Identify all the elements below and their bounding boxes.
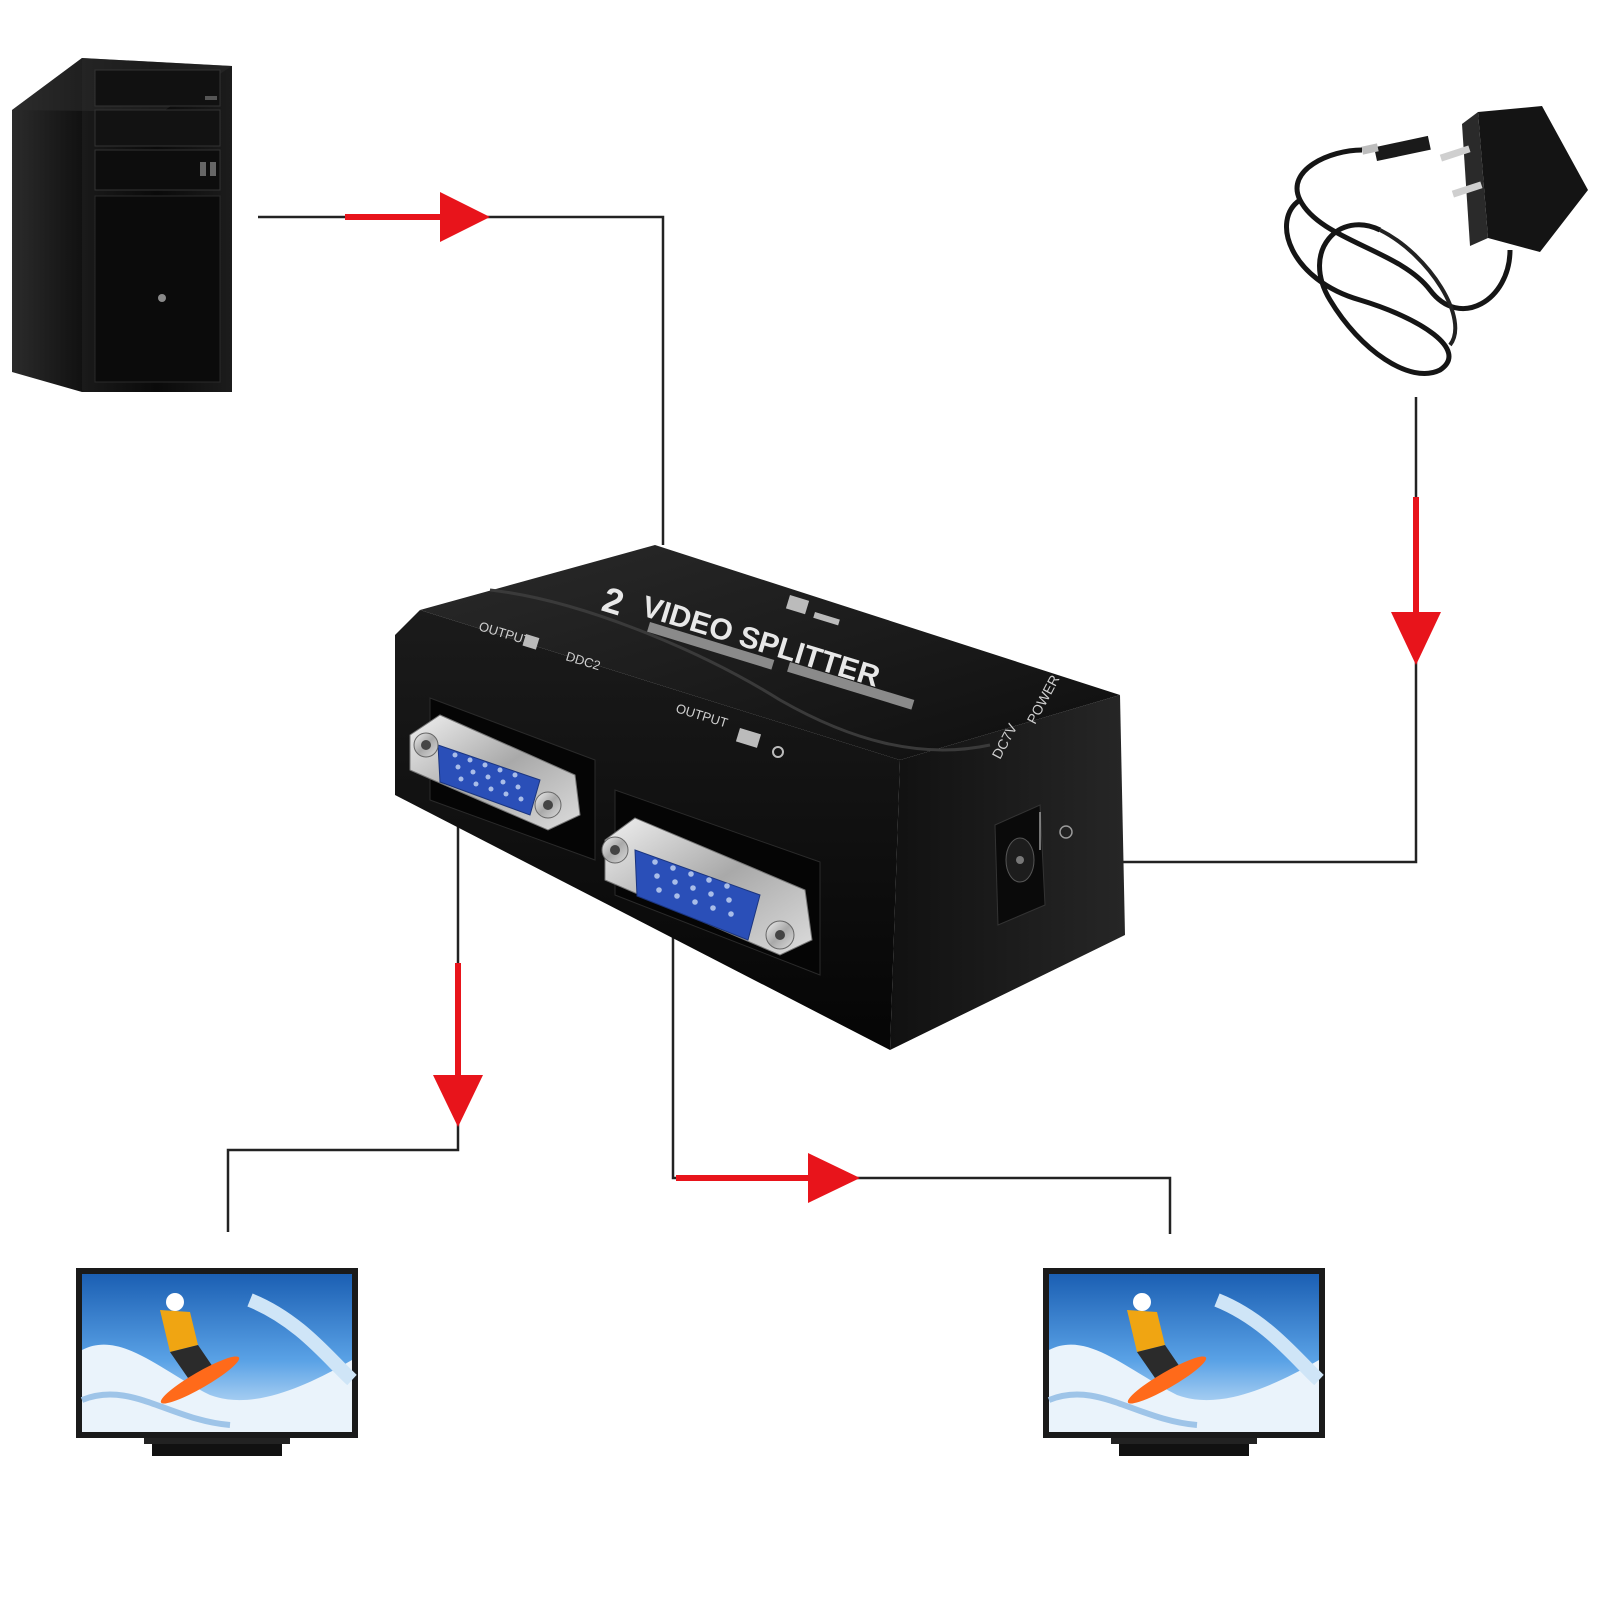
monitor-icon [1043,1268,1325,1456]
arrow-right-icon [345,192,490,242]
monitor-right [1043,1268,1325,1456]
pc-tower-icon [12,58,232,392]
vga-splitter-icon: 2 VIDEO SPLITTER OUTPUT DDC2 OUTPUT POWE… [395,545,1125,1050]
signal-arrows [345,192,1441,1203]
monitor-left [76,1268,358,1456]
power-adapter-icon [1270,95,1600,395]
vga-port-right [601,817,813,956]
vga-port-left [409,714,581,831]
splitter-to-monitor-left-line [226,800,460,1232]
arrow-down-icon [1391,497,1441,665]
arrow-down-icon [433,963,483,1127]
splitter-to-monitor-right-line [671,925,1172,1234]
arrow-right-icon [676,1153,860,1203]
dc-power-jack [994,804,1073,926]
monitor-icon [76,1268,358,1456]
pc-to-splitter-line [258,215,665,545]
